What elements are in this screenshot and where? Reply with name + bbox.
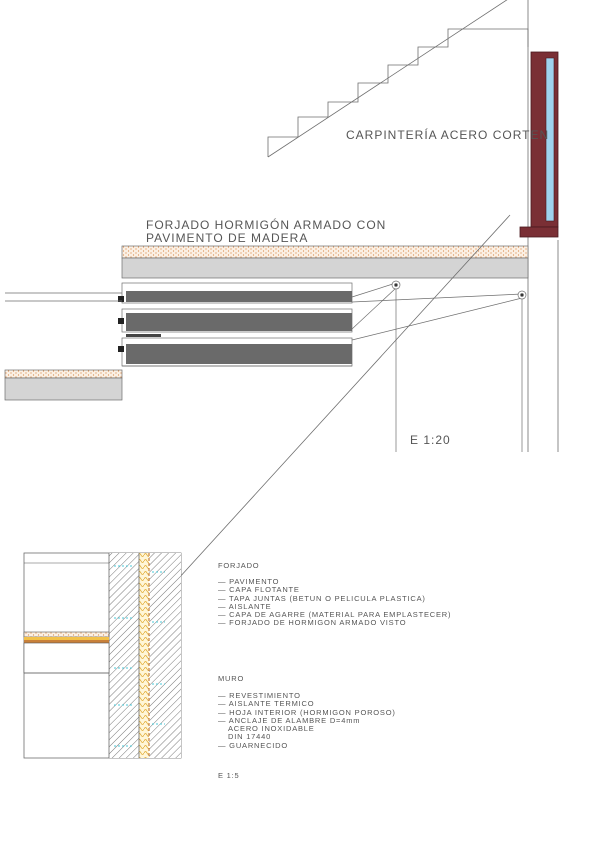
carpinteria-label: CARPINTERÍA ACERO CORTEN xyxy=(346,128,550,142)
floor-slab xyxy=(121,245,529,279)
legend-item: — AISLANTE TERMICO xyxy=(218,699,315,709)
step-treads xyxy=(118,282,353,367)
legend-item: — GUARNECIDO xyxy=(218,740,289,750)
left-beam-lines xyxy=(5,292,122,302)
legend-item: — FORJADO DE HORMIGON ARMADO VISTO xyxy=(218,618,407,628)
legend-item: — REVESTIMIENTO xyxy=(218,691,301,700)
forjado-title-line1: FORJADO HORMIGÓN ARMADO CON xyxy=(146,218,387,232)
scale-upper: E 1:20 xyxy=(410,433,451,447)
legend-item: — TAPA JUNTAS (BETUN O PELICULA PLASTICA… xyxy=(218,593,426,603)
stair-outline xyxy=(267,0,529,158)
legend-forjado-list: — PAVIMENTO — CAPA FLOTANTE — TAPA JUNTA… xyxy=(218,577,452,628)
legend-item: ACERO INOXIDABLE xyxy=(228,724,315,734)
forjado-title-line2: PAVIMENTO DE MADERA xyxy=(146,231,309,245)
lower-floor-slab xyxy=(4,365,352,401)
detail-leader-line xyxy=(167,214,511,591)
legend-forjado-title: FORJADO xyxy=(218,561,260,570)
legend-item: — ANCLAJE DE ALAMBRE D=4mm xyxy=(218,715,361,725)
corten-carpentry xyxy=(519,0,559,452)
detail-box xyxy=(23,552,182,759)
scale-detail: E 1:5 xyxy=(218,771,240,780)
legend-item: — PAVIMENTO xyxy=(218,577,280,586)
legend-item: — HOJA INTERIOR (HORMIGON POROSO) xyxy=(218,707,396,717)
legend-item: — AISLANTE xyxy=(218,601,272,611)
legend-item: — CAPA FLOTANTE xyxy=(218,585,300,595)
legend-muro-title: MURO xyxy=(218,674,245,683)
suspension-cables xyxy=(351,280,527,452)
legend-item: DIN 17440 xyxy=(228,732,272,742)
legend-muro-list: — REVESTIMIENTO — AISLANTE TERMICO — HOJ… xyxy=(218,691,396,750)
legend-item: — CAPA DE AGARRE (MATERIAL PARA EMPLASTE… xyxy=(218,610,452,620)
